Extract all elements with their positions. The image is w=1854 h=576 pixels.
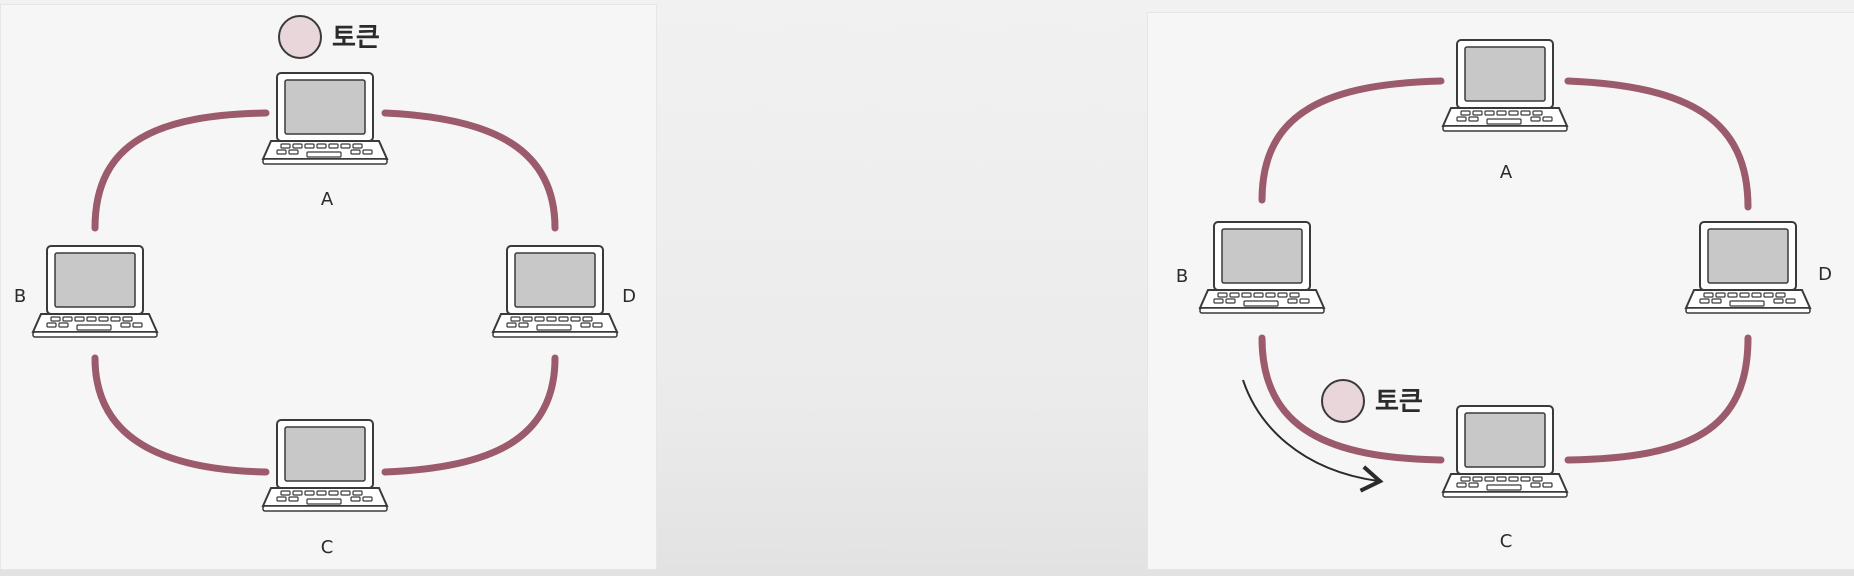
node-label-d: D [1818,264,1832,285]
laptop-d [1685,221,1811,314]
link-a-d [1564,77,1752,211]
link-d-c [1564,334,1752,464]
ring-diagram-right: A B D C 토큰 [1176,39,1832,552]
token-circle-icon [1321,379,1365,423]
token-movement-arrow-icon [1242,379,1384,493]
link-a-b [91,109,270,232]
laptop-c [262,419,388,512]
laptop-a [1442,39,1568,132]
laptop-a [262,72,388,165]
token-label: 토큰 [1375,387,1423,417]
token-circle-icon [278,15,322,59]
node-label-d: D [622,286,636,307]
node-label-a: A [1500,162,1513,183]
laptop-d [492,245,618,338]
node-label-b: B [14,286,26,307]
laptop-b [1199,221,1325,314]
laptop-c [1442,405,1568,498]
link-b-c [1258,334,1445,464]
link-a-b [1258,77,1445,204]
node-label-c: C [321,537,334,558]
link-a-d [381,109,559,232]
node-label-a: A [321,189,334,210]
link-b-c [91,354,270,476]
ring-diagram-left: A B D C 토큰 [14,15,636,558]
token-label: 토큰 [332,23,380,53]
node-label-b: B [1176,266,1188,287]
link-d-c [381,354,559,476]
node-label-c: C [1500,531,1513,552]
laptop-b [32,245,158,338]
